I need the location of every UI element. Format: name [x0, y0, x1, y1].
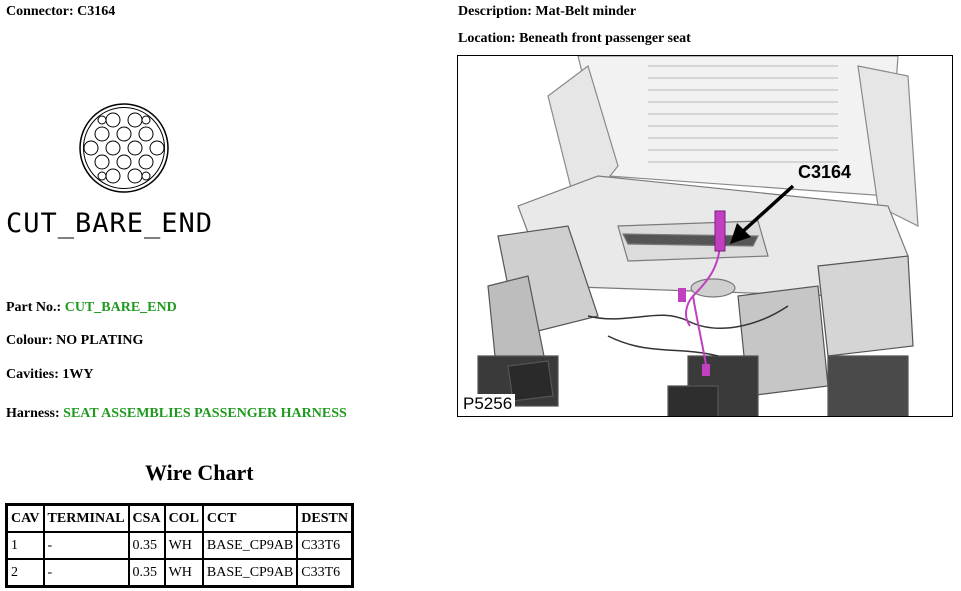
colour-row: Colour: NO PLATING — [6, 333, 144, 348]
seat-illustration: C3164 — [477, 56, 919, 416]
col-cav: CAV — [5, 503, 45, 533]
cell-destn: C33T6 — [296, 531, 354, 560]
cell-cct: BASE_CP9AB — [201, 531, 299, 560]
wire-chart-table: CAV TERMINAL CSA COL CCT DESTN 1 - 0.35 … — [5, 503, 354, 588]
table-row: 2 - 0.35 WH BASE_CP9AB C33T6 — [5, 558, 354, 588]
col-cct: CCT — [201, 503, 299, 533]
location-value: Beneath front passenger seat — [519, 31, 691, 46]
col-destn: DESTN — [296, 503, 354, 533]
connector-heading: Connector: C3164 — [6, 4, 116, 19]
cavities-value: 1WY — [62, 367, 94, 382]
connector-face-icon — [79, 103, 169, 193]
location-illustration: C3164 P5256 — [457, 55, 953, 417]
part-number-row: Part No.: CUT_BARE_END — [6, 300, 177, 315]
description-value: Mat-Belt minder — [535, 4, 637, 19]
cell-csa: 0.35 — [127, 558, 166, 588]
col-terminal: TERMINAL — [42, 503, 130, 533]
cell-col: WH — [163, 531, 204, 560]
cell-cav: 1 — [5, 531, 45, 560]
callout-arrow-line — [738, 184, 795, 236]
connector-id: C3164 — [77, 4, 116, 19]
harness-link[interactable]: SEAT ASSEMBLIES PASSENGER HARNESS — [63, 406, 347, 421]
cell-terminal: - — [42, 558, 130, 588]
cell-cav: 2 — [5, 558, 45, 588]
cell-cct: BASE_CP9AB — [201, 558, 299, 588]
callout-label: C3164 — [798, 162, 851, 182]
connector-name-label: CUT_BARE_END — [6, 208, 214, 239]
col-csa: CSA — [127, 503, 166, 533]
description-row: Description: Mat-Belt minder — [458, 4, 637, 19]
part-number-link[interactable]: CUT_BARE_END — [64, 300, 177, 315]
cavities-row: Cavities: 1WY — [6, 367, 94, 382]
location-row: Location: Beneath front passenger seat — [458, 31, 691, 46]
callout-arrow-head — [730, 223, 751, 244]
cell-destn: C33T6 — [296, 558, 354, 588]
col-col: COL — [163, 503, 204, 533]
cell-terminal: - — [42, 531, 130, 560]
cell-csa: 0.35 — [127, 531, 166, 560]
wire-chart-header-row: CAV TERMINAL CSA COL CCT DESTN — [5, 503, 354, 533]
harness-row: Harness: SEAT ASSEMBLIES PASSENGER HARNE… — [6, 406, 347, 421]
cell-col: WH — [163, 558, 204, 588]
wire-chart-title: Wire Chart — [145, 460, 254, 485]
colour-value: NO PLATING — [56, 333, 144, 348]
table-row: 1 - 0.35 WH BASE_CP9AB C33T6 — [5, 531, 354, 560]
figure-id-label: P5256 — [460, 394, 516, 414]
